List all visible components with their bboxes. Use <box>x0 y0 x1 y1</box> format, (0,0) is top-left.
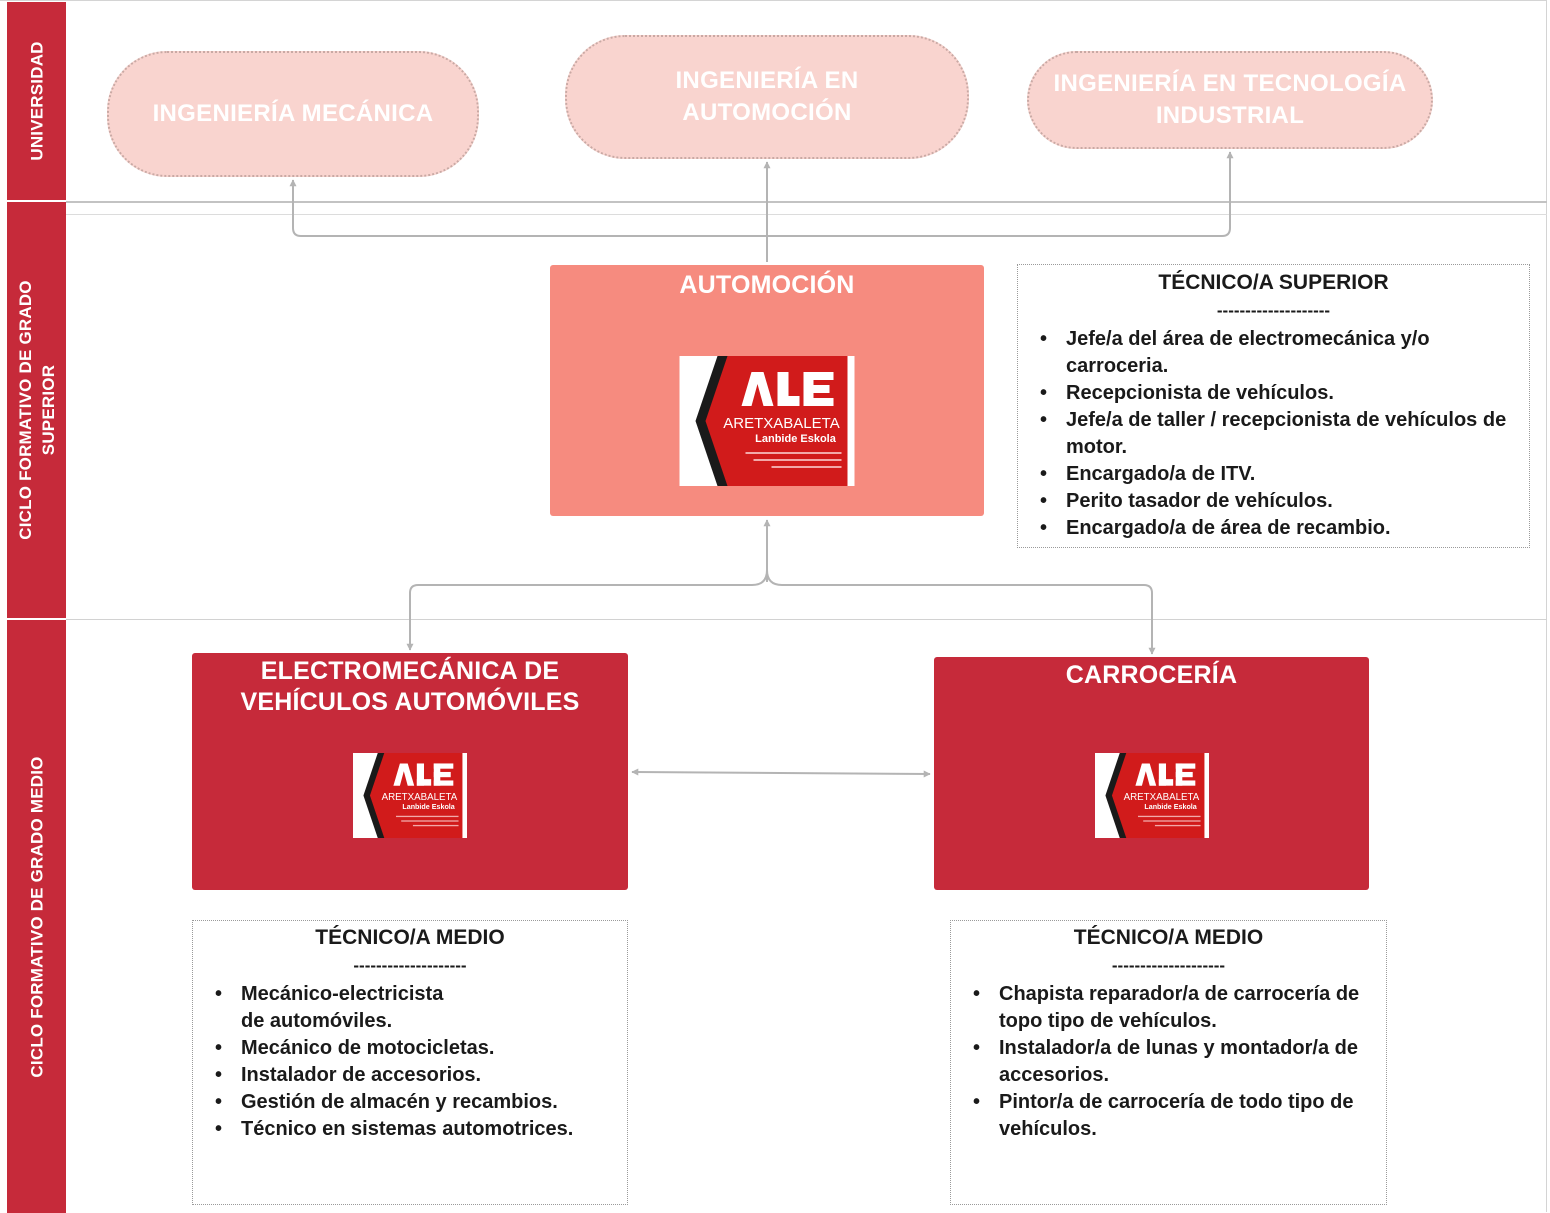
row-divider <box>66 201 1547 203</box>
list-item: Perito tasador de vehículos. <box>1018 488 1529 515</box>
profile-list: Chapista reparador/a de carrocería de to… <box>951 981 1386 1143</box>
program-carroceria: CARROCERÍA ARETXABALETA Lanbide Eskola <box>934 657 1369 890</box>
connector-to-electromecanica-box <box>406 569 768 651</box>
profile-title: TÉCNICO/A SUPERIOR <box>1158 271 1389 294</box>
connector-to-carroceria-box <box>766 569 1156 655</box>
profile-tecnico-medio-electromecanica: TÉCNICO/A MEDIO -------------------- Mec… <box>192 920 628 1205</box>
svg-text:ARETXABALETA: ARETXABALETA <box>723 415 839 432</box>
row-label-grado-medio: CICLO FORMATIVO DE GRADO MEDIO <box>7 620 66 1213</box>
row-divider <box>66 214 1547 215</box>
profile-separator: -------------------- <box>1216 301 1331 320</box>
profile-title: TÉCNICO/A MEDIO <box>315 926 505 949</box>
profile-separator: -------------------- <box>353 956 467 975</box>
connector-electromecanica-carroceria <box>631 768 931 778</box>
svg-text:Lanbide Eskola: Lanbide Eskola <box>1144 803 1197 811</box>
profile-title: TÉCNICO/A MEDIO <box>1073 926 1264 949</box>
program-electromecanica-title: ELECTROMECÁNICA DE VEHÍCULOS AUTOMÓVILES <box>240 657 580 716</box>
svg-text:Lanbide Eskola: Lanbide Eskola <box>402 803 455 811</box>
list-item: Jefe/a del área de electromecánica y/o c… <box>1018 326 1529 380</box>
degree-ingenieria-mecanica: INGENIERÍA MECÁNICA <box>107 51 479 177</box>
connector-to-ingenieria-mecanica <box>289 179 768 262</box>
profile-separator: -------------------- <box>1111 956 1226 975</box>
aretxabaleta-logo: ARETXABALETA Lanbide Eskola <box>1094 753 1209 838</box>
aretxabaleta-logo: ARETXABALETA Lanbide Eskola <box>353 753 467 838</box>
program-automocion: AUTOMOCIÓN ARETXABALETA Lanbide Eskola <box>550 265 984 516</box>
list-item: Encargado/a de área de recambio. <box>1018 515 1529 542</box>
list-item: Recepcionista de vehículos. <box>1018 380 1529 407</box>
list-item: Jefe/a de taller / recepcionista de vehí… <box>1018 407 1529 461</box>
list-item: Pintor/a de carrocería de todo tipo de v… <box>951 1089 1386 1143</box>
profile-tecnico-medio-carroceria: TÉCNICO/A MEDIO -------------------- Cha… <box>950 920 1387 1205</box>
svg-text:Lanbide Eskola: Lanbide Eskola <box>755 433 837 445</box>
list-item: Instalador/a de lunas y montador/a de ac… <box>951 1035 1386 1089</box>
aretxabaleta-logo: ARETXABALETA Lanbide Eskola <box>679 356 855 486</box>
list-item: Encargado/a de ITV. <box>1018 461 1529 488</box>
list-item: Gestión de almacén y recambios. <box>193 1089 627 1116</box>
connector-to-ingenieria-tecnologia <box>767 151 1234 237</box>
list-item: Instalador de accesorios. <box>193 1062 627 1089</box>
profile-tecnico-superior: TÉCNICO/A SUPERIOR -------------------- … <box>1017 264 1530 548</box>
program-electromecanica: ELECTROMECÁNICA DE VEHÍCULOS AUTOMÓVILES… <box>192 653 628 890</box>
list-item: Técnico en sistemas automotrices. <box>193 1116 627 1143</box>
list-item: Chapista reparador/a de carrocería de to… <box>951 981 1386 1035</box>
row-label-universidad: UNIVERSIDAD <box>7 2 66 200</box>
profile-list: Jefe/a del área de electromecánica y/o c… <box>1018 326 1529 542</box>
program-automocion-title: AUTOMOCIÓN <box>679 271 855 299</box>
svg-text:ARETXABALETA: ARETXABALETA <box>382 792 458 803</box>
row-divider <box>66 619 1547 620</box>
list-item: Mecánico de motocicletas. <box>193 1035 627 1062</box>
program-carroceria-title: CARROCERÍA <box>1065 661 1238 689</box>
svg-text:ARETXABALETA: ARETXABALETA <box>1123 792 1199 803</box>
row-label-grado-superior: CICLO FORMATIVO DE GRADO SUPERIOR <box>7 202 66 618</box>
list-item: Mecánico-electricista de automóviles. <box>193 981 461 1035</box>
profile-list: Mecánico-electricista de automóviles. Me… <box>193 981 627 1143</box>
